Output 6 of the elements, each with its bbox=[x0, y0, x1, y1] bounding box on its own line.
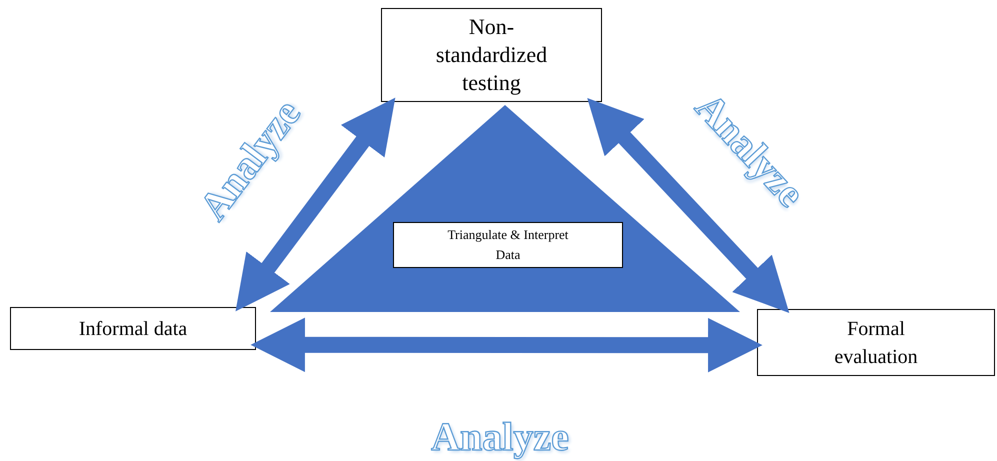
text-box: Formal evaluation bbox=[757, 309, 995, 376]
text-box: Triangulate & Interpret Data bbox=[393, 222, 623, 268]
double-arrow bbox=[585, 96, 792, 314]
double-arrow bbox=[250, 318, 762, 372]
text-box: Informal data bbox=[10, 307, 256, 350]
text-box: Non-standardized testing bbox=[381, 8, 602, 102]
